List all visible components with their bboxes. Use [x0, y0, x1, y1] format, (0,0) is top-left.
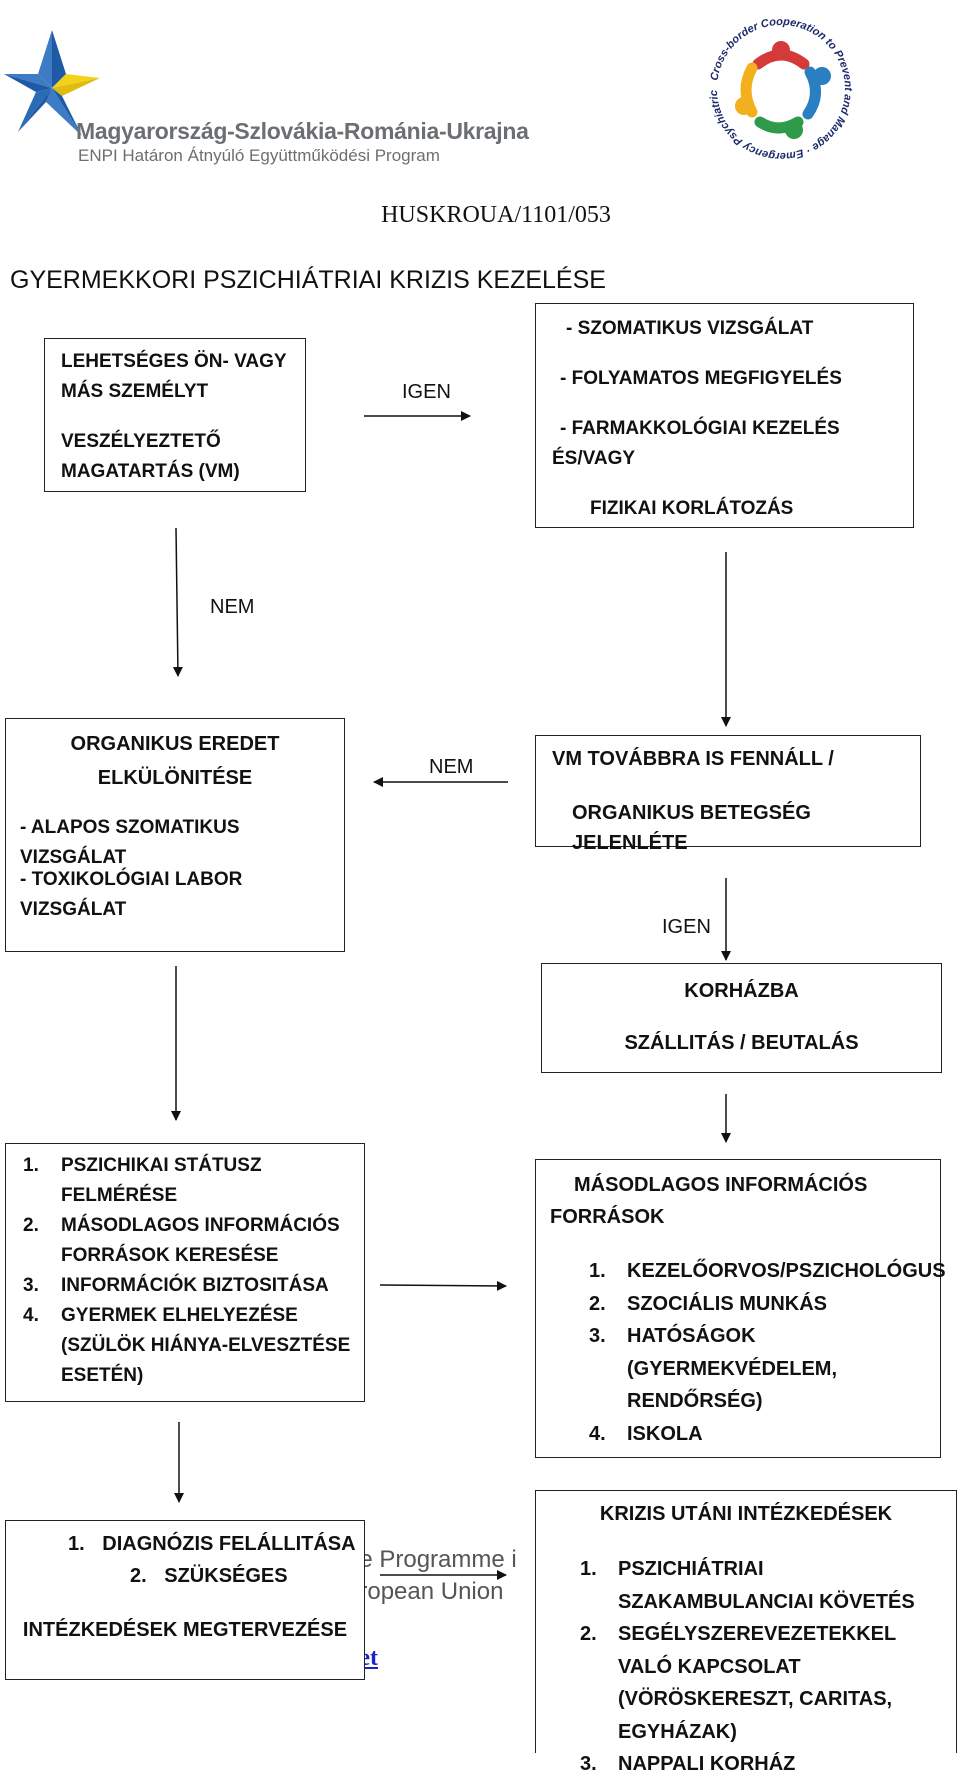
organic-title-2: ELKÜLÖNITÉSE: [97, 767, 253, 789]
secondary-item-text: KEZELŐORVOS/PSZICHOLÓGUS: [627, 1260, 946, 1282]
program-logo: Magyarország-Szlovákia-Románia-Ukrajna E…: [4, 24, 529, 170]
edge-label-no-1: NEM: [210, 596, 255, 618]
diagnosis-item-1: DIAGNÓZIS FELÁLLITÁSA: [102, 1533, 356, 1555]
vm-line-2: ORGANIKUS BETEGSÉG JELENLÉTE: [572, 802, 811, 854]
vm-line-1: VM TOVÁBBRA IS FENNÁLL /: [552, 748, 834, 770]
risk-line-1: LEHETSÉGES ÖN- VAGY: [61, 351, 287, 372]
assessment-item: 2. MÁSODLAGOS INFORMÁCIÓS FORRÁSOK KERESÉ…: [23, 1211, 353, 1271]
box-diagnosis: 1. DIAGNÓZIS FELÁLLITÁSA 2. SZÜKSÉGES IN…: [5, 1520, 365, 1680]
box-vm-persists: VM TOVÁBBRA IS FENNÁLL / ORGANIKUS BETEG…: [535, 735, 921, 854]
secondary-item-num: 2.: [589, 1292, 606, 1315]
post-crisis-item: 2. SEGÉLYSZEREVEZETEKKEL VALÓ KAPCSOLAT (…: [580, 1618, 920, 1748]
box-risk-behavior: LEHETSÉGES ÖN- VAGY MÁS SZEMÉLYT VESZÉLY…: [44, 338, 306, 492]
measure-item-2: - FOLYAMATOS MEGFIGYELÉS: [560, 368, 842, 389]
assessment-list: 1. PSZICHIKAI STÁTUSZ FELMÉRÉSE 2. MÁSODLA…: [23, 1151, 353, 1391]
measure-item-3: - FARMAKKOLÓGIAI KEZELÉS: [560, 418, 840, 439]
page-title: GYERMEKKORI PSZICHIÁTRIAI KRIZIS KEZELÉS…: [10, 266, 606, 294]
assessment-item-text: MÁSODLAGOS INFORMÁCIÓS FORRÁSOK KERESÉSE: [61, 1215, 340, 1266]
program-title: Magyarország-Szlovákia-Románia-Ukrajna: [76, 118, 529, 144]
post-crisis-item-num: 1.: [580, 1558, 597, 1580]
post-crisis-item-text: SEGÉLYSZEREVEZETEKKEL VALÓ KAPCSOLAT (VÖ…: [618, 1623, 896, 1743]
assessment-item-text: GYERMEK ELHELYEZÉSE (SZÜLÖK HIÁNYA-ELVES…: [61, 1305, 351, 1386]
people-circle-icon: Cross-border Cooperation to Prevent and …: [694, 0, 854, 162]
project-code: HUSKROUA/1101/053: [381, 202, 611, 228]
box-post-crisis: KRIZIS UTÁNI INTÉZKEDÉSEK 1. PSZICHIÁTRIA…: [535, 1490, 957, 1775]
secondary-item-text: ISKOLA: [627, 1422, 703, 1445]
assessment-item-num: 1.: [23, 1155, 39, 1176]
secondary-item-num: 4.: [589, 1422, 606, 1445]
diagnosis-item-2: SZÜKSÉGES: [164, 1565, 288, 1587]
organic-item-2: - TOXIKOLÓGIAI LABOR VIZSGÁLAT: [20, 869, 243, 920]
footer-line-2: uropean Union: [346, 1578, 504, 1605]
box-hospital-transfer: KORHÁZBA SZÁLLITÁS / BEUTALÁS: [541, 963, 942, 1073]
secondary-item-text: SZOCIÁLIS MUNKÁS: [627, 1292, 827, 1315]
arrow-assessment-to-secondary: [379, 1280, 507, 1291]
assessment-item-text: PSZICHIKAI STÁTUSZ FELMÉRÉSE: [61, 1155, 262, 1206]
assessment-item: 3. INFORMÁCIÓK BIZTOSITÁSA: [23, 1271, 353, 1301]
secondary-title: MÁSODLAGOS INFORMÁCIÓS: [574, 1174, 868, 1196]
secondary-item-num: 1.: [589, 1260, 606, 1282]
diagnosis-item-1-num: 1.: [68, 1533, 85, 1555]
secondary-list: 1. KEZELŐORVOS/PSZICHOLÓGUS 2. SZOCIÁLIS M…: [589, 1255, 946, 1451]
post-crisis-title: KRIZIS UTÁNI INTÉZKEDÉSEK: [599, 1503, 893, 1525]
secondary-item: 3. HATÓSÁGOK (GYERMEKVÉDELEM, RENDŐRSÉG): [589, 1320, 867, 1418]
organic-title-1: ORGANIKUS EREDET: [70, 733, 280, 755]
measure-item-3b: ÉS/VAGY: [552, 448, 636, 469]
assessment-item: 4. GYERMEK ELHELYEZÉSE (SZÜLÖK HIÁNYA-ELV…: [23, 1301, 353, 1391]
hospital-line-1: KORHÁZBA: [684, 980, 799, 1002]
edge-label-yes-1: IGEN: [402, 381, 451, 403]
hospital-line-2: SZÁLLITÁS / BEUTALÁS: [624, 1032, 859, 1054]
diagnosis-line-3: INTÉZKEDÉSEK MEGTERVEZÉSE: [22, 1619, 348, 1641]
assessment-item-text: INFORMÁCIÓK BIZTOSITÁSA: [61, 1275, 329, 1296]
secondary-item: 4. ISKOLA: [589, 1418, 929, 1451]
risk-line-2: MÁS SZEMÉLYT: [61, 381, 209, 402]
project-seal: Cross-border Cooperation to Prevent and …: [694, 0, 864, 172]
diagnosis-item-2-num: 2.: [130, 1565, 147, 1587]
organic-item-1: - ALAPOS SZOMATIKUS VIZSGÁLAT: [20, 817, 240, 868]
star-icon: [4, 30, 100, 136]
box-immediate-measures: - SZOMATIKUS VIZSGÁLAT - FOLYAMATOS MEGF…: [535, 303, 914, 528]
risk-line-3: VESZÉLYEZTETŐ: [61, 431, 221, 452]
secondary-item-num: 3.: [589, 1325, 606, 1347]
footer-line-1: he Programme i: [346, 1546, 517, 1573]
edge-label-no-2: NEM: [429, 756, 474, 778]
risk-line-4: MAGATARTÁS (VM): [61, 461, 240, 482]
post-crisis-item: 1. PSZICHIÁTRIAI SZAKAMBULANCIAI KÖVETÉS: [580, 1553, 918, 1618]
assessment-item: 1. PSZICHIKAI STÁTUSZ FELMÉRÉSE: [23, 1151, 353, 1211]
edge-label-yes-2: IGEN: [662, 916, 711, 938]
assessment-item-num: 4.: [23, 1305, 39, 1326]
assessment-item-num: 2.: [23, 1215, 39, 1236]
post-crisis-list: 1.PSZICHIÁTRIAI SZAKAMBULANCIAI KÖVETÉS …: [580, 1553, 920, 1781]
secondary-item-text: HATÓSÁGOK (GYERMEKVÉDELEM, RENDŐRSÉG): [627, 1325, 838, 1412]
assessment-item-num: 3.: [23, 1275, 39, 1296]
post-crisis-item-text: NAPPALI KORHÁZ: [618, 1753, 796, 1775]
box-assessment-steps: 1. PSZICHIKAI STÁTUSZ FELMÉRÉSE 2. MÁSODLA…: [5, 1143, 365, 1402]
post-crisis-item-text: PSZICHIÁTRIAI SZAKAMBULANCIAI KÖVETÉS: [618, 1558, 915, 1613]
post-crisis-item-num: 2.: [580, 1623, 597, 1645]
measure-item-4: FIZIKAI KORLÁTOZÁS: [590, 498, 794, 519]
secondary-item: 1. KEZELŐORVOS/PSZICHOLÓGUS: [589, 1255, 946, 1288]
program-subtitle: ENPI Határon Átnyúló Együttműködési Prog…: [78, 146, 440, 165]
secondary-title-2: FORRÁSOK: [550, 1206, 665, 1228]
measure-item-1: - SZOMATIKUS VIZSGÁLAT: [566, 318, 814, 339]
box-secondary-sources: MÁSODLAGOS INFORMÁCIÓS FORRÁSOK 1. KEZELŐ…: [535, 1159, 946, 1458]
secondary-item: 2. SZOCIÁLIS MUNKÁS: [589, 1288, 929, 1321]
arrow-start-to-organic: [172, 527, 183, 677]
box-organic-origin: ORGANIKUS EREDET ELKÜLÖNITÉSE - ALAPOS S…: [5, 718, 345, 952]
footer-programme-text: he Programme i uropean Union: [346, 1544, 517, 1608]
